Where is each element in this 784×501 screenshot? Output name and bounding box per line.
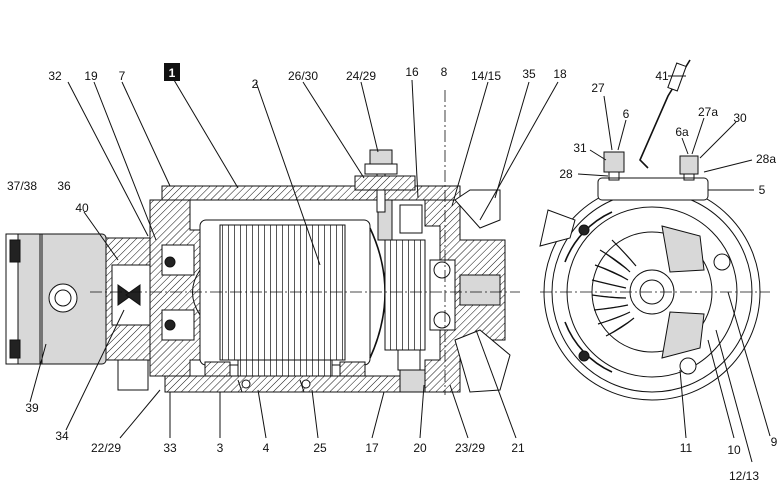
callout-20: 20 (413, 441, 427, 455)
end-shield (424, 189, 511, 393)
callout-41: 41 (655, 69, 669, 83)
callout-30: 30 (733, 111, 747, 125)
callout-27: 27 (591, 81, 605, 95)
callout-17: 17 (365, 441, 379, 455)
callout-31: 31 (573, 141, 587, 155)
callout-5: 5 (759, 183, 766, 197)
callout-16: 16 (405, 65, 419, 79)
callout-19: 19 (84, 69, 98, 83)
commutator-slots (591, 239, 637, 337)
callout-1: 1 (169, 66, 176, 80)
callout-25: 25 (313, 441, 327, 455)
field-coils (204, 359, 366, 393)
callout-24-29: 24/29 (346, 69, 376, 83)
callout-12-13: 12/13 (729, 469, 759, 483)
callout-9: 9 (771, 435, 778, 449)
callout-2: 2 (252, 77, 259, 91)
callout-18: 18 (553, 67, 567, 81)
callout-10: 10 (727, 443, 741, 457)
callout-27a: 27a (698, 105, 718, 119)
callout-34: 34 (55, 429, 69, 443)
callout-3: 3 (217, 441, 224, 455)
callout-28a: 28a (756, 152, 776, 166)
callout-39: 39 (25, 401, 39, 415)
callout-32: 32 (48, 69, 62, 83)
terminal-bolt (354, 149, 416, 213)
callout-37-38: 37/38 (7, 179, 37, 193)
callout-40: 40 (75, 201, 89, 215)
callout-labels: 1 32 19 7 2 26/30 24/29 16 8 14/15 35 18… (7, 63, 778, 483)
callout-6a: 6a (675, 125, 689, 139)
callout-22-29: 22/29 (91, 441, 121, 455)
callout-4: 4 (263, 441, 270, 455)
callout-36: 36 (57, 179, 71, 193)
end-view (539, 59, 770, 401)
callout-21: 21 (511, 441, 525, 455)
callout-23-29: 23/29 (455, 441, 485, 455)
callout-35: 35 (522, 67, 536, 81)
callout-6: 6 (623, 107, 630, 121)
callout-14-15: 14/15 (471, 69, 501, 83)
callout-28: 28 (559, 167, 573, 181)
armature (192, 219, 386, 366)
callout-11: 11 (680, 441, 693, 455)
callout-33: 33 (163, 441, 177, 455)
callout-8: 8 (441, 65, 448, 79)
callout-1-box (164, 63, 180, 81)
callout-26-30: 26/30 (288, 69, 318, 83)
callout-7: 7 (119, 69, 126, 83)
leader-lines (29, 75, 771, 463)
